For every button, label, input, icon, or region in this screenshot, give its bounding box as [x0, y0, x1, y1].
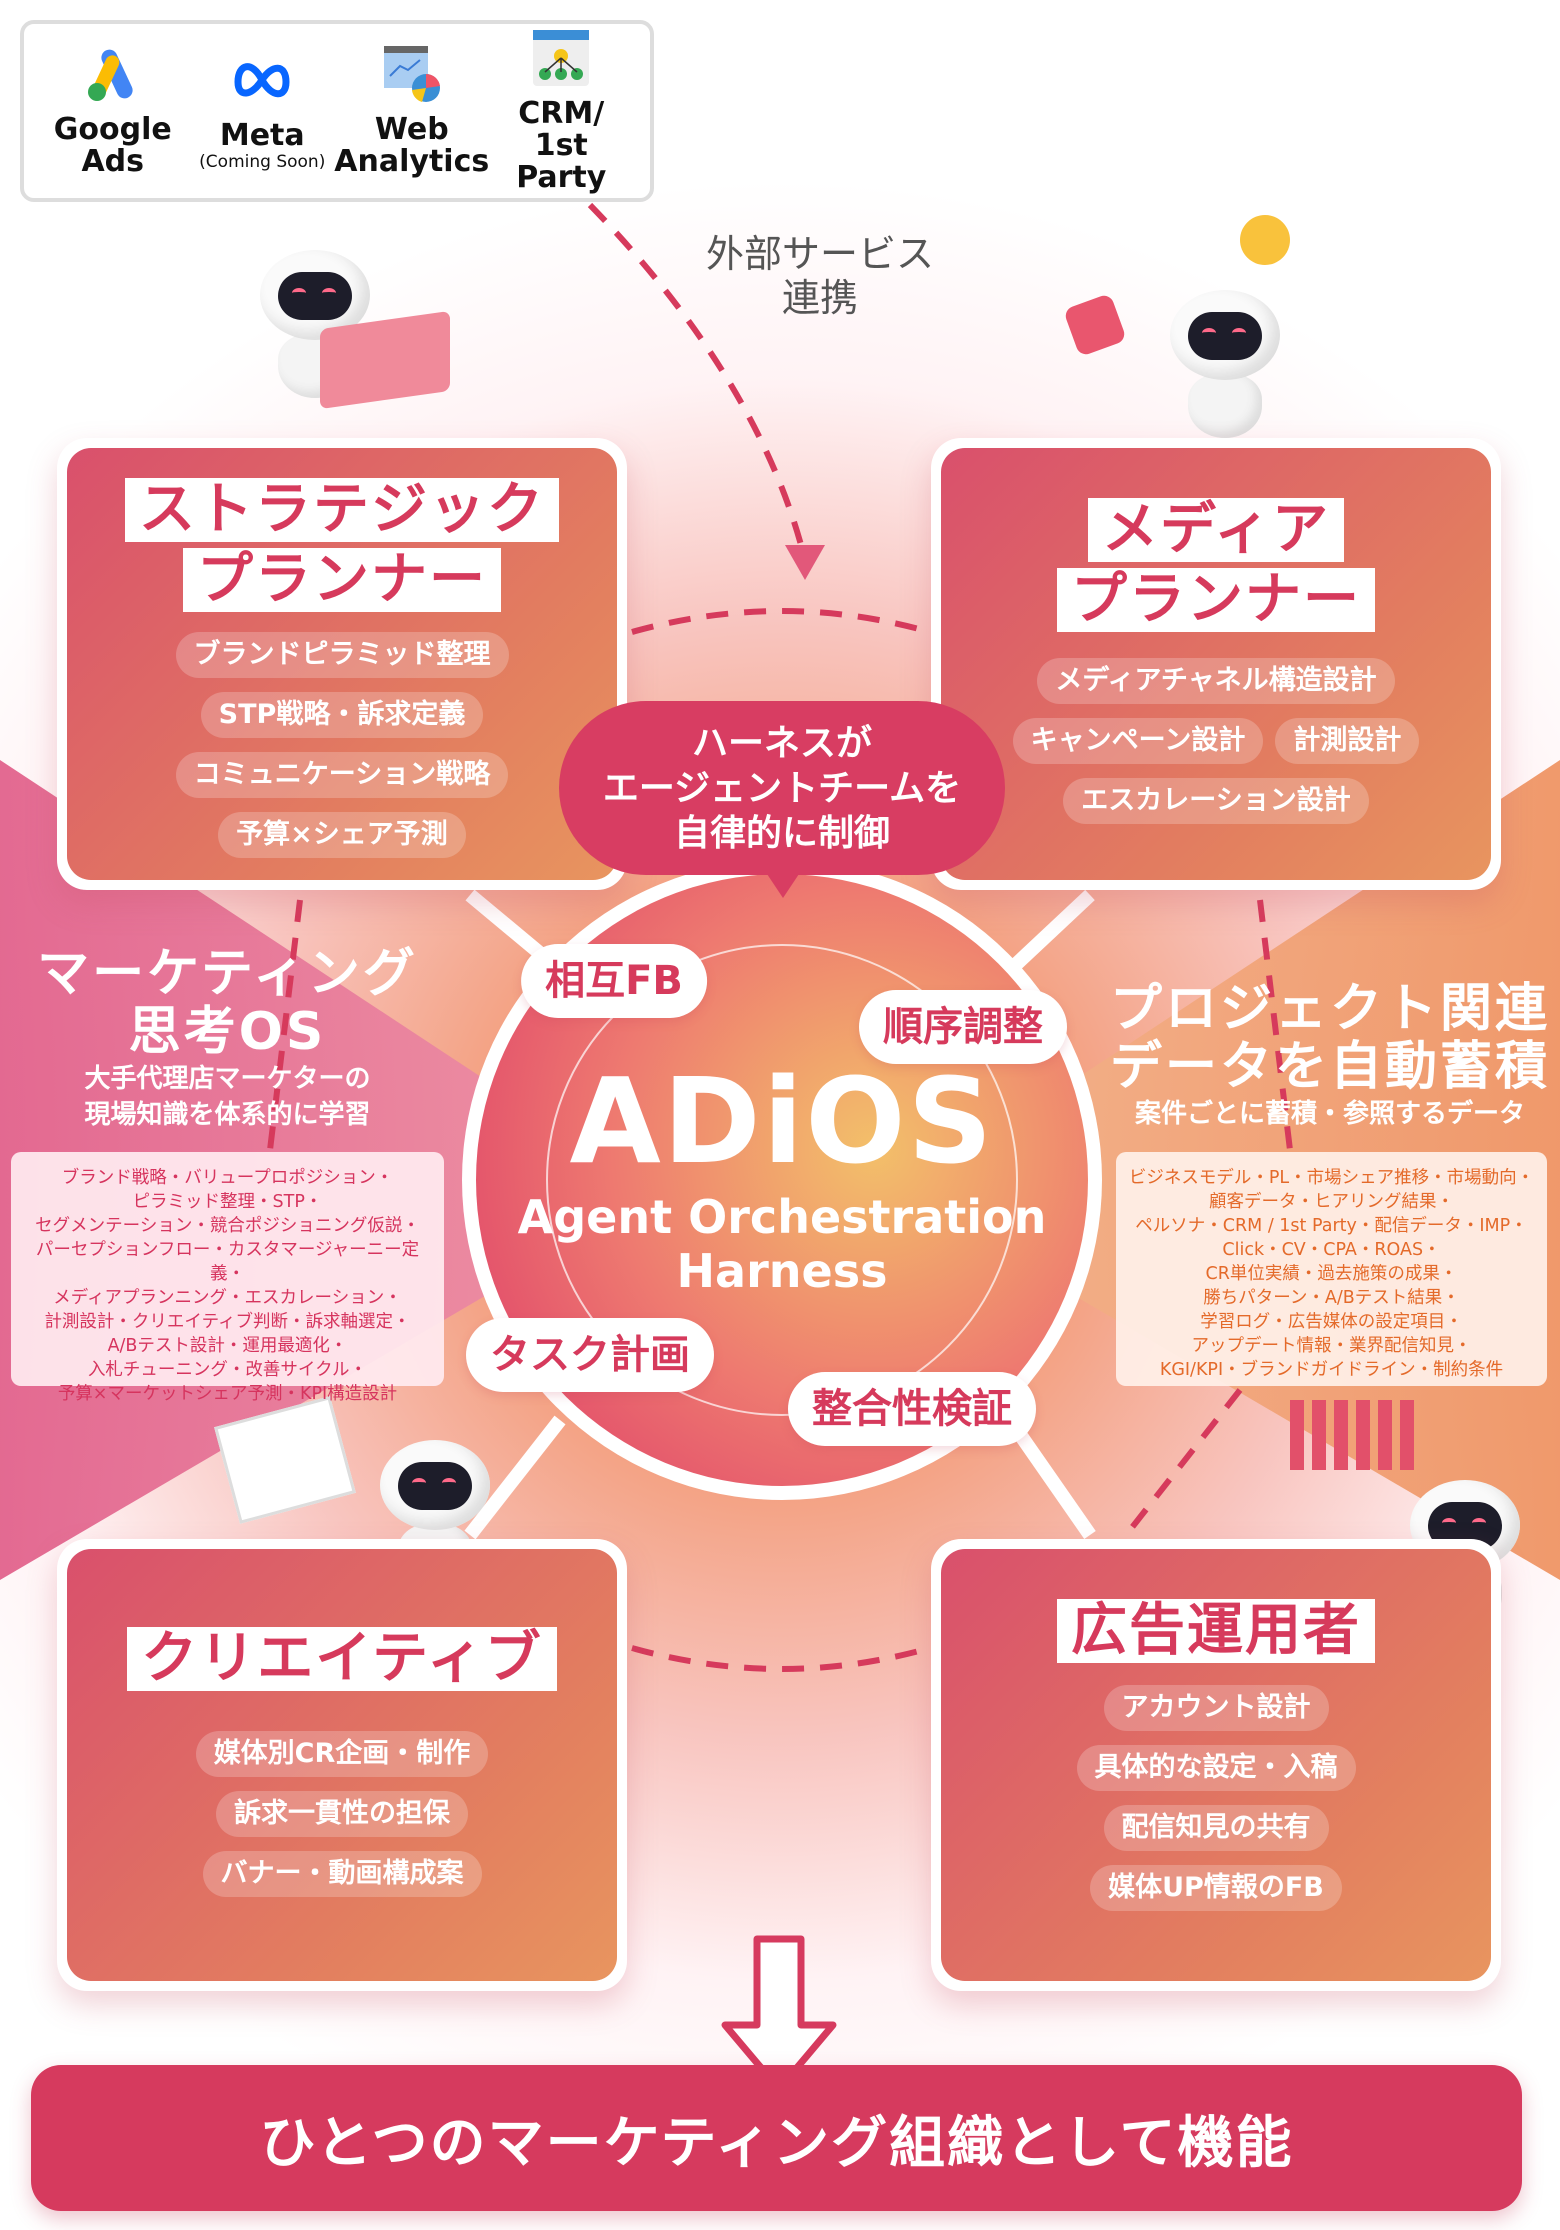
panel-subtitle: 大手代理店マーケターの [84, 1064, 371, 1094]
bubble-line: 自律的に制御 [673, 812, 890, 854]
bottom-connector-dash [631, 1645, 931, 1672]
role-item: 媒体UP情報のFB [1090, 1865, 1342, 1911]
data-line: 勝ちパターン・A/Bテスト結果・ [1203, 1288, 1460, 1308]
integrations-panel: Google Ads Meta (Coming Soon) Web Analyt… [20, 20, 654, 202]
integration-label: Web Analytics [334, 112, 490, 179]
panel-title: データを自動蓄積 [1110, 1037, 1551, 1097]
crm-icon [531, 28, 591, 88]
role-item: エスカレーション設計 [1063, 778, 1369, 824]
link-line [1005, 889, 1095, 976]
integration-label: Google Ads [53, 112, 172, 179]
marketing-os-panel: マーケティング 思考OS 大手代理店マーケターの 現場知識を体系的に学習 [20, 945, 435, 1133]
knowledge-line: セグメンテーション・競合ポジショニング仮説・ [35, 1216, 420, 1236]
core-subtitle-line: Agent Orchestration [517, 1190, 1047, 1244]
inner-ring [546, 944, 1018, 1416]
card-title: クリエイティブ [127, 1627, 557, 1691]
connector-arrowhead [785, 545, 825, 580]
function-sequencing: 順序調整 [859, 990, 1067, 1064]
integration-label: CRM/ 1st Party [516, 96, 607, 195]
data-line: 顧客データ・ヒアリング結果・ [1209, 1192, 1454, 1212]
role-item: 訴求一貫性の担保 [216, 1791, 468, 1837]
role-item: アカウント設計 [1103, 1685, 1329, 1731]
role-item: キャンペーン設計 [1012, 718, 1264, 764]
card-title: プランナー [1057, 568, 1375, 632]
panel-title: マーケティング [37, 944, 418, 1004]
role-item: STP戦略・訴求定義 [200, 692, 484, 738]
right-lower-connector-dash [1127, 1388, 1243, 1532]
data-line: ペルソナ・CRM / 1st Party・配信データ・IMP・ [1135, 1216, 1528, 1236]
knowledge-list: ブランド戦略・バリュープロポジション・ ピラミッド整理・STP・ セグメンテーシ… [11, 1152, 444, 1404]
meta-icon [232, 50, 292, 110]
data-line: アップデート情報・業界配信知見・ [1191, 1336, 1472, 1356]
data-line: CR単位実績・過去施策の成果・ [1205, 1264, 1458, 1284]
role-item: コミュニケーション戦略 [175, 752, 509, 798]
link-line [464, 1415, 566, 1540]
role-item: 予算×シェア予測 [218, 812, 466, 858]
role-item: 具体的な設定・入稿 [1076, 1745, 1356, 1791]
down-arrow-icon [721, 1935, 837, 2093]
project-data-panel: プロジェクト関連 データを自動蓄積 案件ごとに蓄積・参照するデータ [1110, 980, 1550, 1132]
knowledge-line: 計測設計・クリエイティブ判断・訴求軸選定・ [44, 1312, 411, 1332]
integration-google-ads: Google Ads [40, 44, 185, 178]
integration-label: Meta [219, 118, 305, 153]
bar-chart-icon [1290, 1400, 1420, 1470]
card-title: ストラテジック [125, 478, 559, 542]
integration-web-analytics: Web Analytics [334, 44, 489, 178]
emoji-heart-eyes-icon [1240, 215, 1290, 265]
panel-subtitle: 現場知識を体系的に学習 [84, 1100, 371, 1130]
integration-meta: Meta (Coming Soon) [190, 50, 335, 172]
knowledge-line: ピラミッド整理・STP・ [132, 1192, 323, 1212]
card-ads-operator: 広告運用者 アカウント設計 具体的な設定・入稿 配信知見の共有 媒体UP情報のF… [931, 1539, 1501, 1991]
google-ads-icon [83, 44, 143, 104]
core-title: ADiOS [569, 1052, 995, 1190]
top-connector-dash [631, 608, 931, 635]
card-title: 広告運用者 [1057, 1599, 1375, 1663]
bubble-line: ハーネスが [691, 722, 872, 764]
right-connector-dash [1257, 899, 1293, 1151]
core-subtitle-line: Harness [676, 1244, 888, 1298]
card-media-planner: メディア プランナー メディアチャネル構造設計 キャンペーン設計 計測設計 エス… [931, 438, 1501, 890]
role-item: 計測設計 [1275, 718, 1420, 764]
web-analytics-icon [382, 44, 442, 104]
integration-note: (Coming Soon) [199, 152, 326, 172]
harness-speech-bubble: ハーネスが エージェントチームを 自律的に制御 [559, 701, 1005, 875]
function-mutual-feedback: 相互FB [521, 944, 707, 1018]
data-line: ビジネスモデル・PL・市場シェア推移・市場動向・ [1128, 1168, 1535, 1188]
card-strategic-planner: ストラテジック プランナー ブランドピラミッド整理 STP戦略・訴求定義 コミュ… [57, 438, 627, 890]
project-data-list: ビジネスモデル・PL・市場シェア推移・市場動向・ 顧客データ・ヒアリング結果・ … [1116, 1152, 1547, 1386]
core-subtitle: Agent Orchestration Harness [518, 1190, 1047, 1298]
role-item: バナー・動画構成案 [202, 1851, 482, 1897]
integration-crm: CRM/ 1st Party [489, 28, 634, 194]
knowledge-line: メディアプランニング・エスカレーション・ [53, 1288, 402, 1308]
knowledge-line: A/Bテスト設計・運用最適化・ [107, 1336, 348, 1356]
data-line: Click・CV・CPA・ROAS・ [1222, 1240, 1441, 1260]
link-line [1004, 1416, 1096, 1539]
panel-subtitle: 案件ごとに蓄積・参照するデータ [1134, 1099, 1525, 1129]
panel-title: 思考OS [128, 1002, 327, 1062]
data-line: 学習ログ・広告媒体の設定項目・ [1200, 1312, 1463, 1332]
panel-title: プロジェクト関連 [1110, 979, 1551, 1039]
bubble-line: エージェントチームを [602, 767, 962, 809]
function-consistency-check: 整合性検証 [788, 1372, 1036, 1446]
left-connector-dash [267, 899, 303, 1151]
role-item: ブランドピラミッド整理 [175, 632, 509, 678]
data-line: KGI/KPI・ブランドガイドライン・制約条件 [1159, 1360, 1504, 1380]
card-creative: クリエイティブ 媒体別CR企画・制作 訴求一貫性の担保 バナー・動画構成案 [57, 1539, 627, 1991]
knowledge-line: パーセプションフロー・カスタマージャーニー定義・ [35, 1240, 420, 1284]
role-item: 配信知見の共有 [1103, 1805, 1329, 1851]
knowledge-line: ブランド戦略・バリュープロポジション・ [61, 1168, 394, 1188]
knowledge-line: 予算×マーケットシェア予測・KPI構造設計 [57, 1384, 398, 1404]
card-title: メディア [1087, 498, 1345, 562]
robot-illustration-media [1150, 290, 1300, 440]
card-title: プランナー [183, 548, 501, 612]
function-task-planning: タスク計画 [466, 1318, 714, 1392]
robot-illustration-strategic [240, 250, 390, 400]
bottom-banner: ひとつのマーケティング組織として機能 [31, 2065, 1522, 2211]
role-item: 媒体別CR企画・制作 [195, 1731, 489, 1777]
role-item: メディアチャネル構造設計 [1037, 658, 1395, 704]
external-services-label: 外部サービス連携 [705, 232, 934, 320]
knowledge-line: 入札チューニング・改善サイクル・ [87, 1360, 368, 1380]
